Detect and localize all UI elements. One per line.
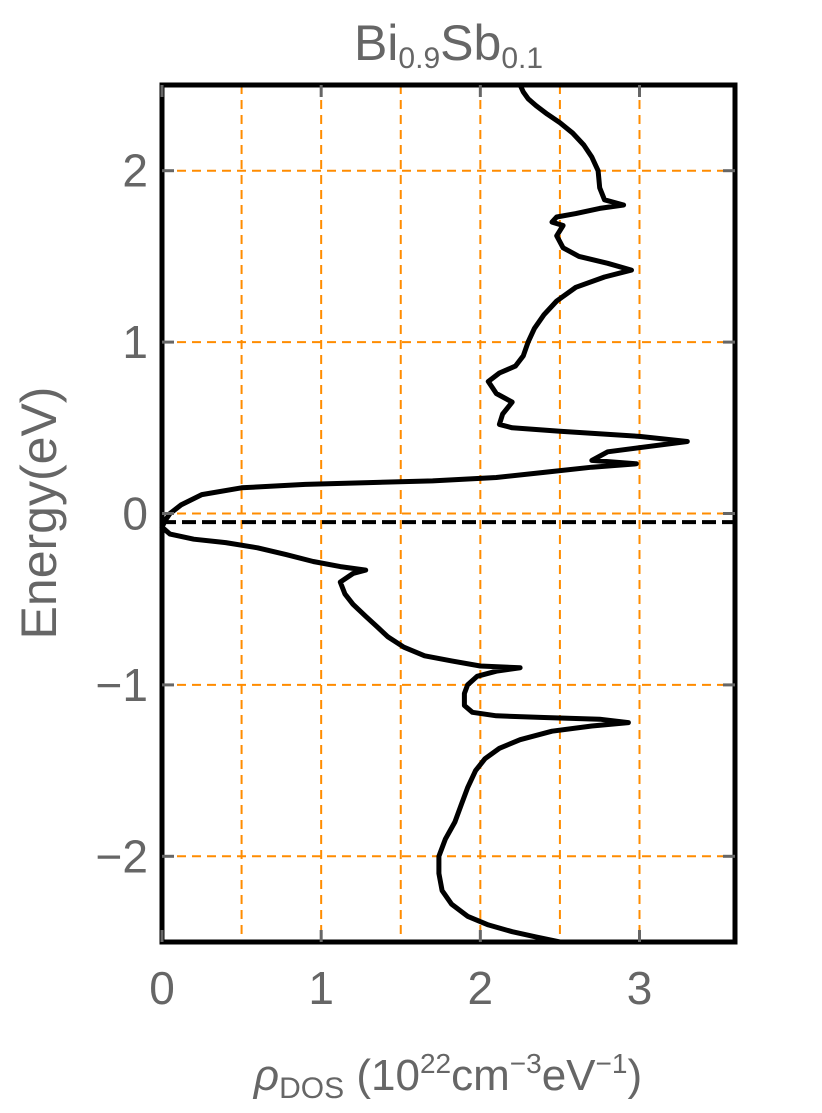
x-axis-label-part: 22	[420, 1048, 451, 1079]
chart-title-part: Bi	[354, 15, 398, 71]
y-tick-label: 0	[122, 488, 148, 540]
axis-ticks: 0 1 2 3 −2 −1 0 1 2	[96, 85, 735, 1014]
x-axis-label-part: −1	[596, 1048, 628, 1079]
grid-lines	[162, 85, 735, 942]
x-axis-label-part: cm	[451, 1051, 510, 1100]
y-axis-label: Energy(eV)	[11, 387, 67, 640]
x-axis-label-part: (10	[344, 1051, 420, 1100]
y-tick-label: −1	[96, 659, 148, 711]
y-tick-label: −2	[96, 830, 148, 882]
y-tick-label: 1	[122, 316, 148, 368]
x-axis-label-part: ρ	[252, 1051, 279, 1100]
x-tick-label: 2	[468, 962, 494, 1014]
x-tick-label: 1	[308, 962, 334, 1014]
chart-title-part: 0.9	[398, 42, 440, 75]
x-axis-label-part: −3	[510, 1048, 542, 1079]
chart-title-part: 0.1	[501, 42, 543, 75]
x-axis-label: ρDOS (1022cm−3eV−1)	[252, 1048, 642, 1105]
dos-curve	[159, 82, 690, 945]
chart-title: Bi0.9Sb0.1	[354, 15, 543, 75]
y-tick-label: 2	[122, 145, 148, 197]
x-axis-label-part: eV	[542, 1051, 596, 1100]
chart-title-part: Sb	[440, 15, 501, 71]
x-tick-label: 0	[149, 962, 175, 1014]
x-axis-label-part: )	[627, 1051, 642, 1100]
x-axis-label-part: DOS	[279, 1072, 344, 1105]
dos-series	[159, 82, 690, 945]
x-tick-label: 3	[627, 962, 653, 1014]
